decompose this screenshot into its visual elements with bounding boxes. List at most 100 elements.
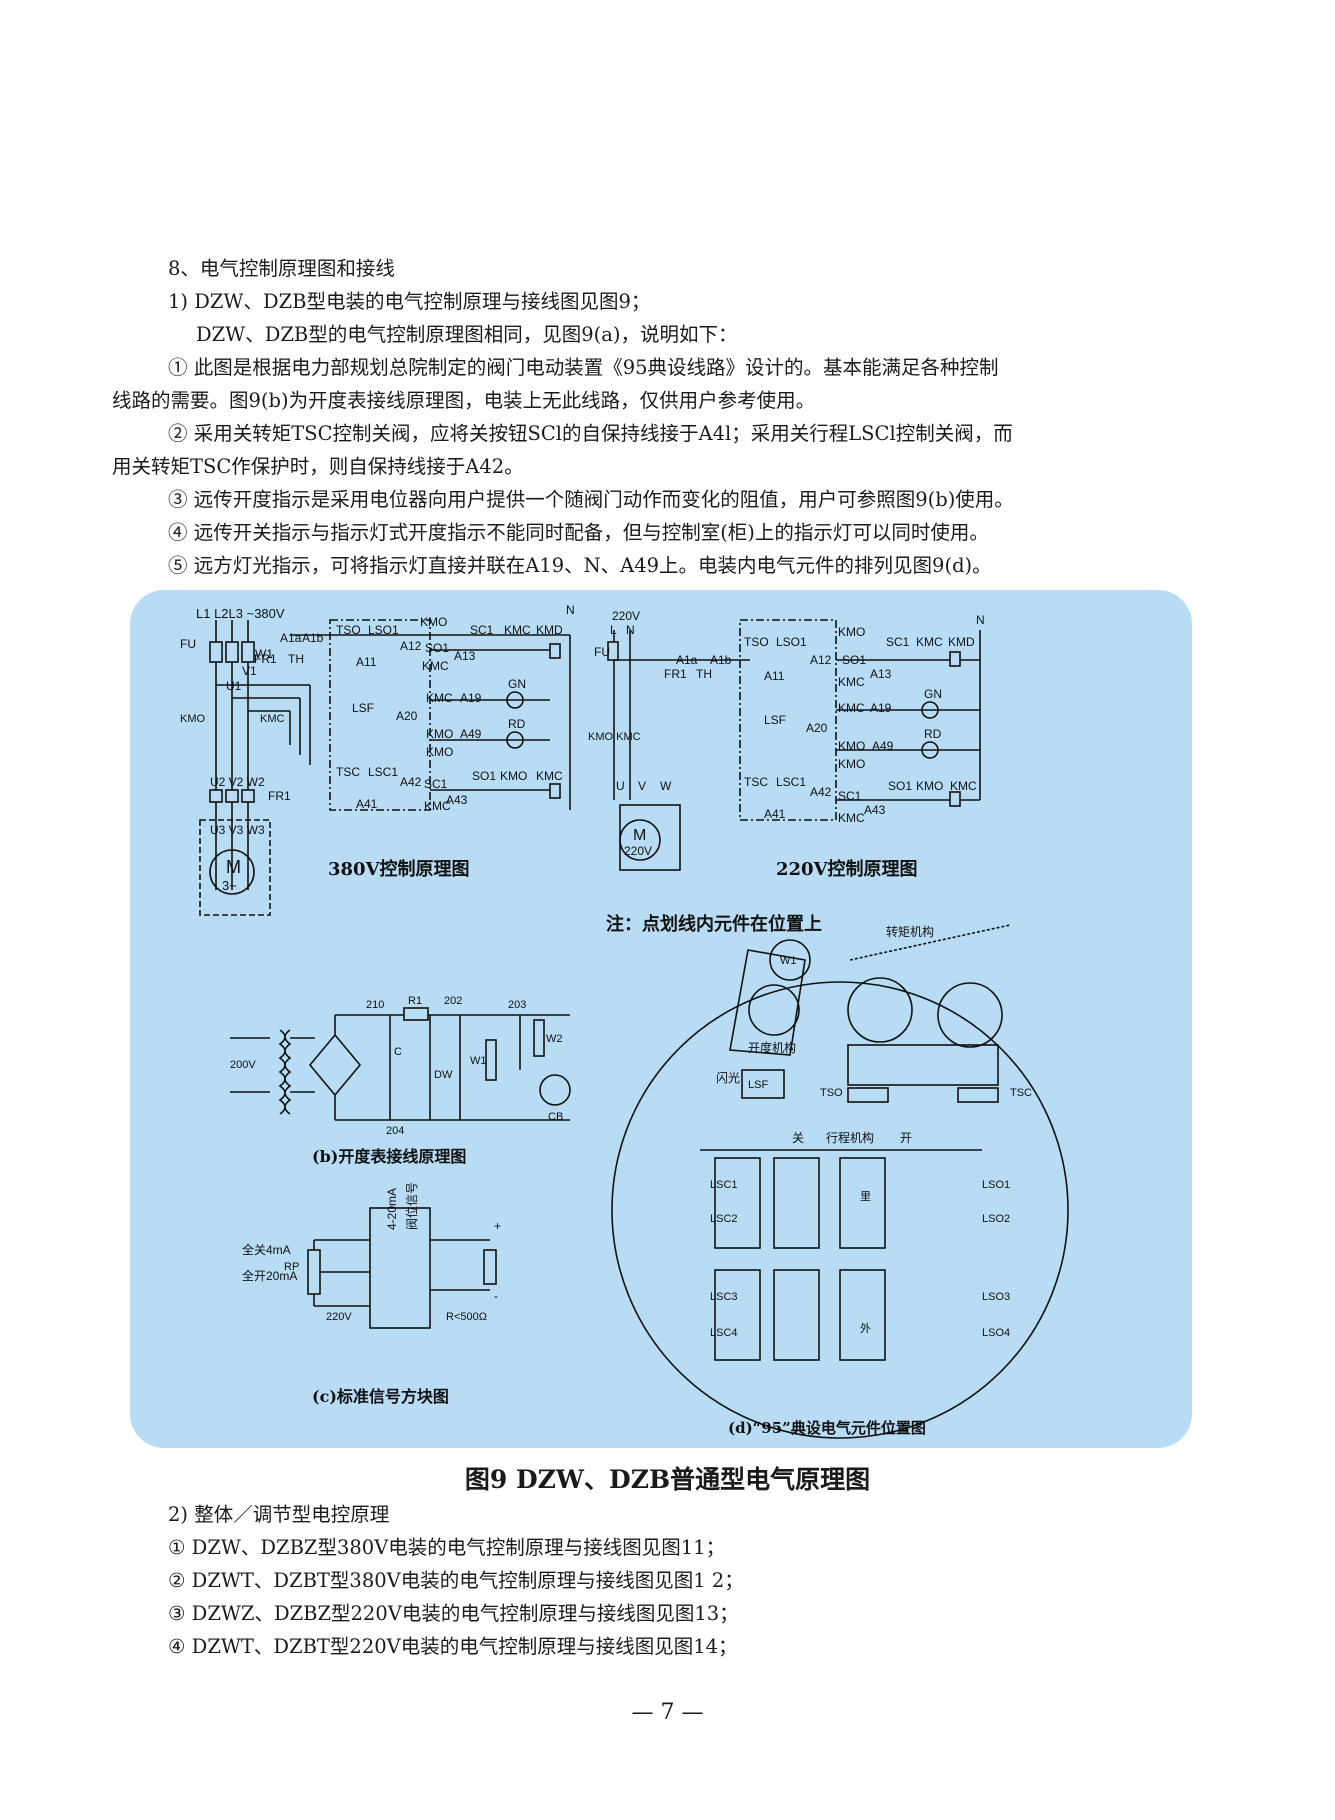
label-220-lsc1: LSC1 xyxy=(776,775,806,789)
label-220-l: L xyxy=(610,623,617,637)
label-380-supply: L1 L2L3 ~380V xyxy=(196,606,285,621)
item-5: ⑤ 远方灯光指示，可将指示灯直接并联在A19、N、A49上。电装内电气元件的排列… xyxy=(168,554,992,577)
label-c-signal-2: 阀位信号 xyxy=(404,1182,419,1230)
label-220-a11: A11 xyxy=(764,669,785,683)
label-d-travel: 行程机构 xyxy=(826,1130,874,1145)
label-d-inner: 里 xyxy=(860,1190,871,1203)
caption-c: (c)标准信号方块图 xyxy=(312,1387,449,1406)
label-c-load: R<500Ω xyxy=(446,1311,487,1323)
label-380-kmc: KMC xyxy=(422,659,449,673)
label-220-kmo: KMO xyxy=(838,625,865,639)
label-b-dw: DW xyxy=(434,1069,453,1081)
label-380-a20: A20 xyxy=(396,709,418,723)
label-220-kmc-4: KMC xyxy=(950,779,977,793)
diagram-b-opening-meter xyxy=(230,1007,571,1121)
outro-item-1: ① DZW、DZBZ型380V电装的电气控制原理与接线图见图11； xyxy=(168,1536,726,1559)
paragraph-desc: DZW、DZB型的电气控制原理图相同，见图9(a)，说明如下： xyxy=(196,323,738,346)
label-380-u3v3w3: U3 V3 W3 xyxy=(210,823,265,837)
label-d-lsc1: LSC1 xyxy=(710,1179,738,1191)
label-380-u1: U1 xyxy=(226,679,242,693)
caption-220v: 220V控制原理图 xyxy=(776,858,918,880)
label-220-n: N xyxy=(976,613,985,627)
label-380-kmc-a19: KMC xyxy=(426,691,453,705)
label-380-sc1: SC1 xyxy=(470,623,494,637)
label-d-flash: 闪光 xyxy=(716,1071,740,1085)
outro-text: 2) 整体／调节型电控原理 ① DZW、DZBZ型380V电装的电气控制原理与接… xyxy=(112,1498,1222,1663)
diagram-380v-control xyxy=(290,619,571,811)
label-220-u: U xyxy=(616,779,625,793)
label-220-kmc: KMC xyxy=(838,675,865,689)
outro-item-3: ③ DZWZ、DZBZ型220V电装的电气控制原理与接线图见图13； xyxy=(168,1602,739,1625)
label-380-u2v2w2: U2 V2 W2 xyxy=(210,775,265,789)
label-220-tsc: TSC xyxy=(744,775,768,789)
diagram-380v-power xyxy=(199,620,311,916)
label-380-w1: W1 xyxy=(255,647,273,661)
label-d-lso1: LSO1 xyxy=(982,1179,1010,1191)
label-b-204: 204 xyxy=(386,1125,404,1137)
label-b-200v: 200V xyxy=(230,1059,256,1071)
label-380-rd: RD xyxy=(508,717,526,731)
label-380-a19: A19 xyxy=(460,691,482,705)
label-380-a49: A49 xyxy=(460,727,482,741)
label-220-a13: A13 xyxy=(870,667,892,681)
label-d-lso2: LSO2 xyxy=(982,1213,1010,1225)
label-220-kmo-kmc: KMO KMC xyxy=(588,731,641,743)
label-c-minus: - xyxy=(494,1289,498,1303)
diagram-d-positions xyxy=(611,924,1069,1439)
label-220-gn: GN xyxy=(924,687,942,701)
label-220-v: V xyxy=(638,779,646,793)
label-220-motor-m: M xyxy=(633,827,646,844)
label-220-motor-v: 220V xyxy=(624,844,652,858)
figure-panel: L1 L2L3 ~380V FU W1 V1 U1 KMO KMC U2 V2 … xyxy=(130,590,1192,1448)
label-220-a20: A20 xyxy=(806,721,828,735)
label-220-kmc-2: KMC xyxy=(916,635,943,649)
label-220-so1-2: SO1 xyxy=(888,779,912,793)
label-380-tsc: TSC xyxy=(336,765,360,779)
label-380-v1: V1 xyxy=(242,664,257,678)
label-220-a1a: A1a xyxy=(676,653,698,667)
label-380-lso1: LSO1 xyxy=(368,623,399,637)
sub-heading-1: 1) DZW、DZB型电装的电气控制原理与接线图见图9； xyxy=(168,290,651,313)
label-220-th: TH xyxy=(696,667,712,681)
label-380-kmo-a49: KMO xyxy=(426,727,453,741)
label-380-lsc1: LSC1 xyxy=(368,765,398,779)
label-380-a1a: A1a xyxy=(280,631,302,645)
label-380-a13: A13 xyxy=(454,649,476,663)
label-380-kmd: KMD xyxy=(536,623,563,637)
label-380-kmo-3: KMO xyxy=(426,745,453,759)
label-220-kmo-4: KMO xyxy=(916,779,943,793)
label-220-sc1-2: SC1 xyxy=(838,789,862,803)
label-d-lsc3: LSC3 xyxy=(710,1291,738,1303)
item-3: ③ 远传开度指示是采用电位器向用户提供一个随阀门动作而变化的阻值，用户可参照图9… xyxy=(168,488,1014,511)
label-220-a49: A49 xyxy=(872,739,894,753)
sub-heading-2: 2) 整体／调节型电控原理 xyxy=(168,1503,390,1526)
caption-380v: 380V控制原理图 xyxy=(328,858,470,880)
page-number: — 7 — xyxy=(631,1700,704,1725)
label-d-lsf: LSF xyxy=(748,1079,768,1091)
label-c-signal-1: 4-20mA xyxy=(385,1188,399,1230)
label-b-203: 203 xyxy=(508,999,526,1011)
label-380-lsf: LSF xyxy=(352,701,374,715)
label-380-a12: A12 xyxy=(400,639,422,653)
item-2-line-1: ② 采用关转矩TSC控制关阀，应将关按钮SCl的自保持线接于A4l；采用关行程L… xyxy=(168,422,1013,445)
label-380-a43: A43 xyxy=(446,793,468,807)
label-b-210: 210 xyxy=(366,999,384,1011)
label-d-torque: 转矩机构 xyxy=(886,924,934,939)
label-380-so1: SO1 xyxy=(425,641,449,655)
item-2-line-2: 用关转矩TSC作保护时，则自保持线接于A42。 xyxy=(112,455,524,478)
label-c-plus: + xyxy=(494,1219,501,1233)
label-220-a12: A12 xyxy=(810,653,832,667)
label-b-r1: R1 xyxy=(408,995,422,1007)
label-220-sc1: SC1 xyxy=(886,635,910,649)
label-380-fr1-power: FR1 xyxy=(268,789,291,803)
intro-text: 8、电气控制原理图和接线 1) DZW、DZB型电装的电气控制原理与接线图见图9… xyxy=(112,252,1222,582)
label-220-a42: A42 xyxy=(810,785,832,799)
label-380-kmc-2: KMC xyxy=(504,623,531,637)
label-380-a42: A42 xyxy=(400,775,422,789)
label-b-202: 202 xyxy=(444,995,462,1007)
label-220-kmo-a49: KMO xyxy=(838,739,865,753)
label-380-motor-3: 3~ xyxy=(222,878,237,893)
label-380-kmo-power: KMO xyxy=(180,713,206,725)
label-380-kmo: KMO xyxy=(420,615,447,629)
label-c-rp: RP xyxy=(284,1261,299,1273)
